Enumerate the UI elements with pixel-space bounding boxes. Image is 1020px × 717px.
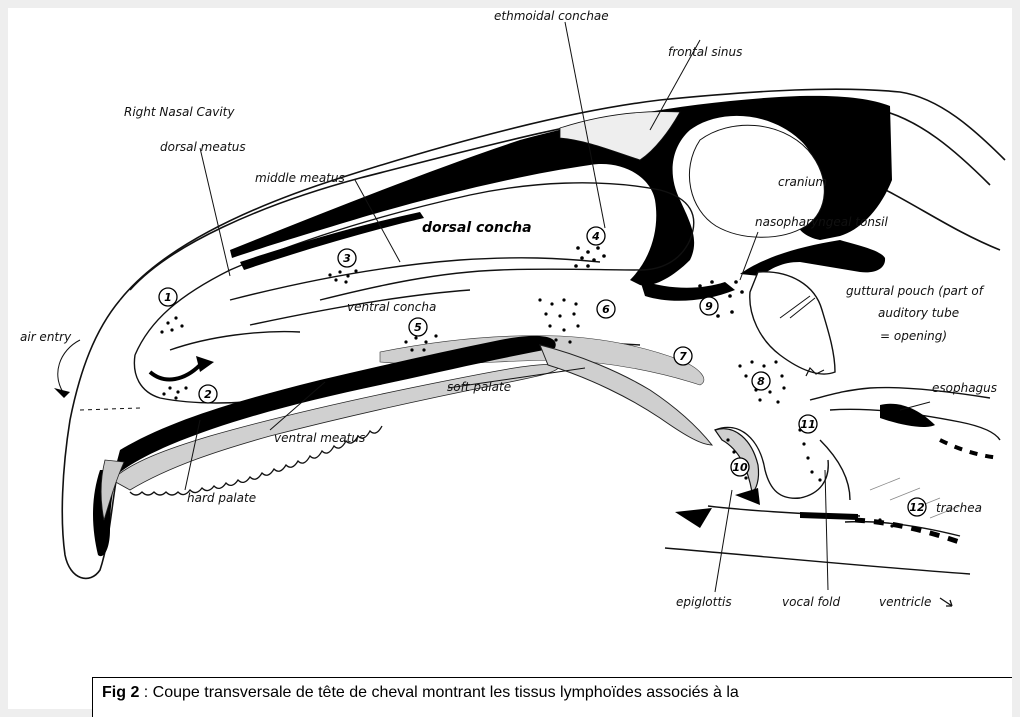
label-vocal-fold: vocal fold <box>782 595 840 609</box>
larynx-outline <box>665 387 1000 574</box>
marker-4: 4 <box>591 230 600 243</box>
label-guttural-pouch-line2: auditory tube <box>878 306 959 320</box>
guttural-pouch <box>750 272 835 374</box>
caption-text: : Coupe transversale de tête de cheval m… <box>139 684 738 701</box>
esophagus-dashes <box>940 440 1000 458</box>
arytenoid <box>735 488 760 505</box>
airflow-arrowhead <box>196 356 214 372</box>
label-soft-palate: soft palate <box>447 380 511 394</box>
label-dorsal-concha: dorsal concha <box>422 220 532 236</box>
ventricle-arrow-icon <box>940 598 952 606</box>
marker-12: 12 <box>909 501 925 514</box>
marker-1: 1 <box>164 291 172 304</box>
airflow-arrow <box>150 365 200 379</box>
label-nasopharyngeal-tonsil: nasopharyngeal tonsil <box>755 215 889 229</box>
label-guttural-pouch-line1: guttural pouch (part of <box>846 284 985 298</box>
marker-10: 10 <box>732 461 748 474</box>
marker-11: 11 <box>800 418 815 431</box>
caption-figure-number: Fig 2 <box>102 684 139 701</box>
trachea-rings <box>855 520 965 544</box>
marker-6: 6 <box>602 303 610 316</box>
marker-8: 8 <box>757 375 765 388</box>
label-cranium: cranium <box>778 175 827 189</box>
label-dorsal-meatus: dorsal meatus <box>160 140 246 154</box>
label-trachea: trachea <box>936 501 982 515</box>
nasal-dashed-line <box>80 408 140 410</box>
label-guttural-pouch-line3: = opening) <box>880 329 947 343</box>
label-ventral-meatus: ventral meatus <box>274 431 365 445</box>
label-ventral-concha: ventral concha <box>347 300 436 314</box>
marker-3: 3 <box>343 252 351 265</box>
label-frontal-sinus: frontal sinus <box>668 45 742 59</box>
label-air-entry: air entry <box>20 330 72 344</box>
label-esophagus: esophagus <box>932 381 997 395</box>
label-right-nasal-cavity: Right Nasal Cavity <box>124 105 235 119</box>
label-middle-meatus: middle meatus <box>255 171 345 185</box>
label-ventricle: ventricle <box>879 595 931 609</box>
figure-caption: Fig 2 : Coupe transversale de tête de ch… <box>92 677 1012 717</box>
label-hard-palate: hard palate <box>187 491 256 505</box>
trachea-bar <box>800 512 858 520</box>
marker-9: 9 <box>705 300 713 313</box>
marker-5: 5 <box>414 321 422 334</box>
label-epiglottis: epiglottis <box>676 595 732 609</box>
label-ethmoidal-conchae: ethmoidal conchae <box>494 9 609 23</box>
marker-7: 7 <box>679 350 687 363</box>
marker-2: 2 <box>204 388 212 401</box>
cranial-base <box>740 240 885 276</box>
incisor-grey <box>101 460 124 520</box>
small-black-wedge <box>675 508 712 528</box>
